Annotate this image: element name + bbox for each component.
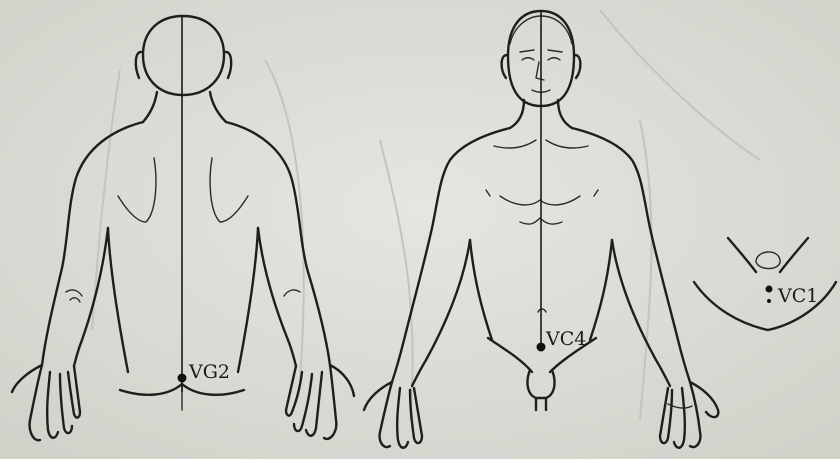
vc4-label: VC4 [545,328,586,350]
vg2-point [178,374,187,383]
vc4-point [537,343,546,352]
vg2-label: VG2 [188,361,230,383]
vc1-label: VC1 [777,285,818,307]
vc1-anus-dot [767,299,771,303]
vc1-point [766,286,773,293]
